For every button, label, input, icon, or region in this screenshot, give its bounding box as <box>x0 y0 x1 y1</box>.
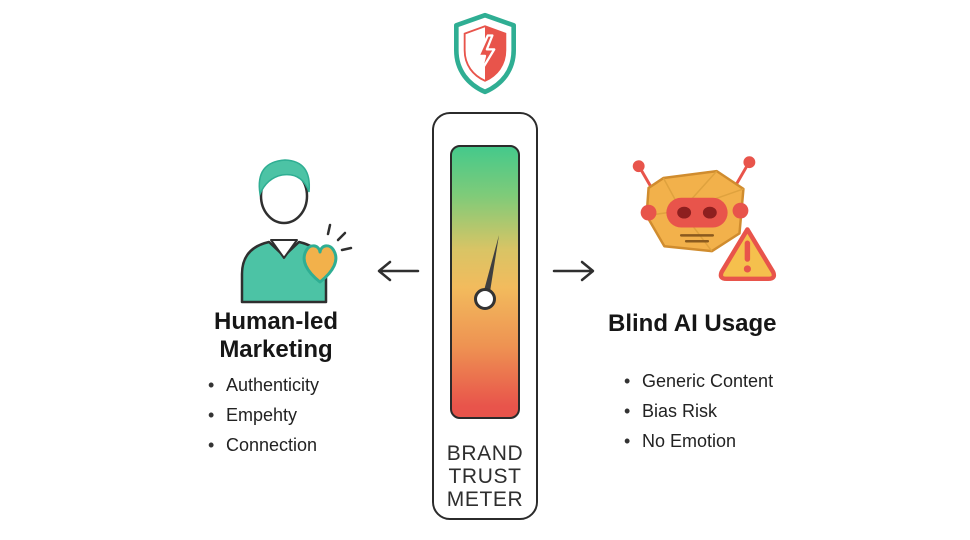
gauge-needle <box>474 235 499 310</box>
bullet-text: No Emotion <box>642 431 737 451</box>
right-arrow-icon <box>552 258 600 284</box>
list-item: Empehty <box>206 404 376 426</box>
list-item: Generic Content <box>622 370 812 392</box>
right-section-title: Blind AI Usage <box>608 310 777 337</box>
list-item: No Emotion <box>622 430 812 452</box>
left-bullet-list: Authenticity Empehty Connection <box>206 374 376 464</box>
right-bullet-list: Generic Content Bias Risk No Emotion <box>622 370 812 460</box>
bullet-text: Empehty <box>226 405 298 425</box>
list-item: Bias Risk <box>622 400 812 422</box>
trust-gauge-bar <box>450 145 520 419</box>
shield-lightning-icon <box>448 10 522 98</box>
robot-with-warning-icon <box>612 156 780 290</box>
meter-label: BRAND TRUST METER <box>446 442 524 511</box>
person-with-heart-icon <box>222 148 358 304</box>
shield-svg <box>454 12 516 95</box>
bullet-text: Generic Content <box>642 371 774 391</box>
left-arrow-icon <box>372 258 420 284</box>
list-item: Authenticity <box>206 374 376 396</box>
list-item: Connection <box>206 434 376 456</box>
left-section-title: Human-led Marketing <box>213 308 338 363</box>
bullet-text: Bias Risk <box>642 401 718 421</box>
brand-trust-meter: BRAND TRUST METER <box>432 112 538 520</box>
bullet-text: Authenticity <box>226 375 320 395</box>
bullet-text: Connection <box>226 435 318 455</box>
